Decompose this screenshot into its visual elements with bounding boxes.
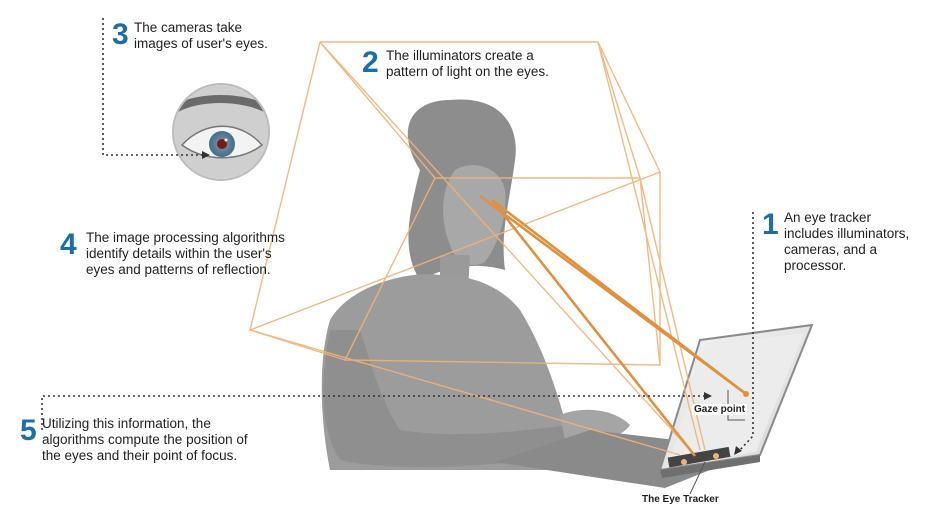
step-2: 2 The illuminators create a pattern of l… — [362, 48, 602, 108]
step-5-number: 5 — [20, 414, 37, 447]
gaze-beams — [479, 194, 747, 457]
gaze-point-label: Gaze point — [692, 404, 748, 415]
step-3-number: 3 — [112, 18, 129, 51]
step-2-text: The illuminators create a pattern of lig… — [386, 48, 549, 79]
step-5-text: Utilizing this information, the algorith… — [42, 416, 248, 463]
dotted-connectors — [41, 18, 754, 453]
step-4: 4 The image processing algorithms identi… — [60, 230, 330, 290]
step-1: 1 An eye tracker includes illuminators, … — [762, 210, 932, 282]
woman-silhouette — [321, 99, 630, 470]
step-2-number: 2 — [362, 46, 379, 79]
step-4-text: The image processing algorithms identify… — [86, 230, 285, 277]
illumination-pattern — [249, 41, 706, 456]
eye-tracker-device — [667, 446, 731, 468]
gaze-point-marker — [727, 390, 749, 421]
arrowheads — [202, 151, 742, 455]
step-5: 5 Utilizing this information, the algori… — [20, 416, 320, 476]
laptop — [495, 323, 814, 488]
step-4-number: 4 — [60, 228, 77, 261]
eye-tracker-label: The Eye Tracker — [640, 494, 721, 505]
step-1-number: 1 — [762, 208, 779, 241]
step-1-text: An eye tracker includes illuminators, ca… — [784, 210, 910, 273]
step-3-text: The cameras take images of user's eyes. — [134, 20, 268, 51]
eye-tracker-leader — [689, 461, 706, 495]
step-3: 3 The cameras take images of user's eyes… — [112, 20, 342, 80]
eye-closeup — [172, 83, 270, 181]
